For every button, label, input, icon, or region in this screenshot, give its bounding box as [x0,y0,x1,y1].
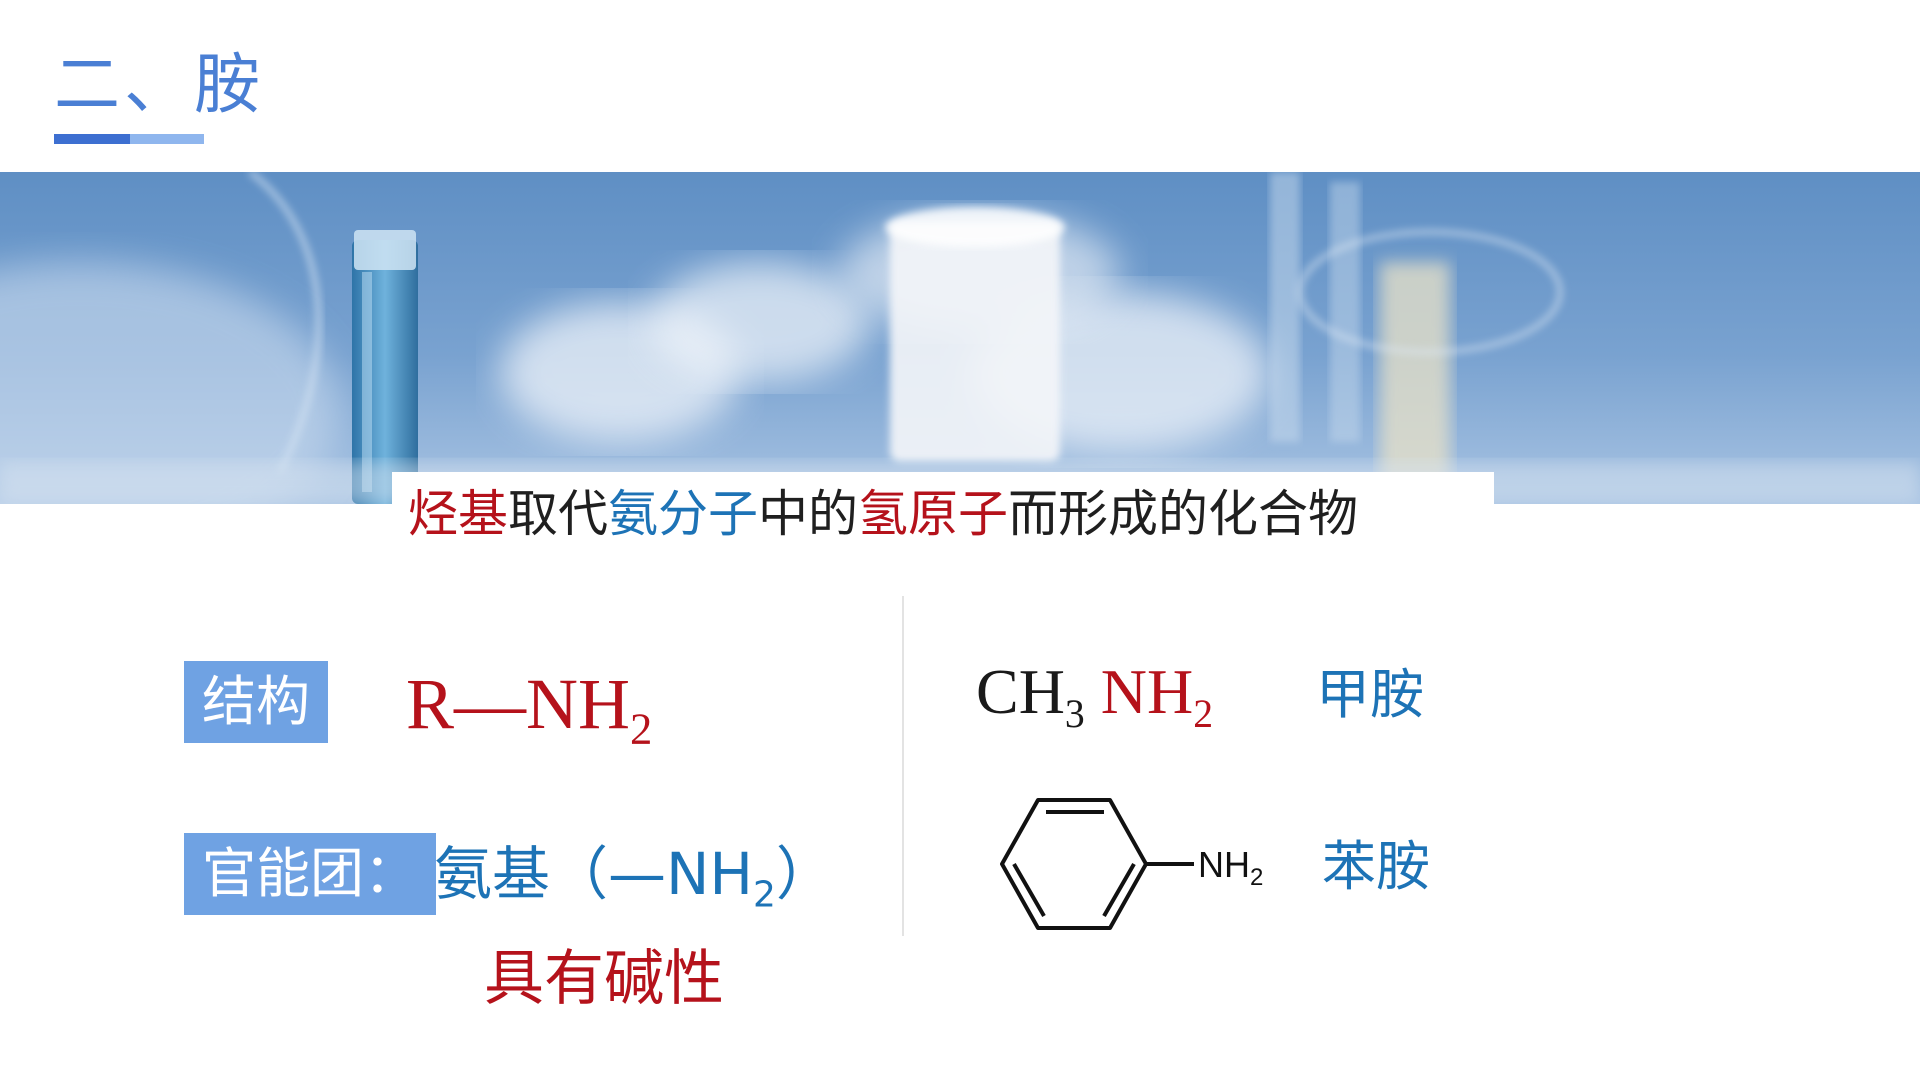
title-underline-light [130,134,204,144]
def-ammonia-molecule: 氨分子 [608,485,758,543]
methylamine-formula: CH3 NH2 [976,654,1213,734]
methylamine-nh: NH [1100,656,1194,727]
definition-backdrop [392,472,1494,556]
methylamine-ch-subscript: 3 [1064,691,1085,736]
aniline-nh: NH [1198,844,1250,885]
methylamine-name: 甲胺 [1316,663,1424,726]
general-formula-main: R—NH [406,664,631,744]
functional-group-name: 氨基（—NH2） [434,834,834,914]
slide-title: 二、胺 [54,46,264,123]
def-replace: 取代 [508,485,608,543]
aniline-name: 苯胺 [1322,835,1430,898]
svg-text:NH2: NH2 [1198,844,1263,891]
column-divider [902,596,904,936]
def-formed-compound: 而形成的化合物 [1008,485,1358,543]
definition-text: 烃基取代氨分子中的氢原子而形成的化合物 [408,484,1358,544]
fg-suffix: ） [775,840,834,908]
fg-subscript: 2 [753,874,776,916]
aniline-nh-subscript: 2 [1250,864,1263,891]
title-underline-dark [54,134,130,144]
structure-label: 结构 [184,661,328,743]
functional-group-label: 官能团： [184,833,436,915]
property-text: 具有碱性 [484,944,724,1014]
fg-prefix: 氨基（—NH [434,840,754,908]
def-hydrocarbon-group: 烃基 [408,485,508,543]
general-formula: R—NH2 [406,664,652,751]
lab-banner-image [0,172,1920,504]
lab-scene-illustration [0,172,1920,504]
def-hydrogen-atom: 氢原子 [858,485,1008,543]
methylamine-nh-subscript: 2 [1193,691,1214,736]
methylamine-ch: CH [976,656,1065,727]
general-formula-subscript: 2 [630,703,653,754]
aniline-structure: NH2 [1000,798,1263,930]
def-in: 中的 [758,485,858,543]
